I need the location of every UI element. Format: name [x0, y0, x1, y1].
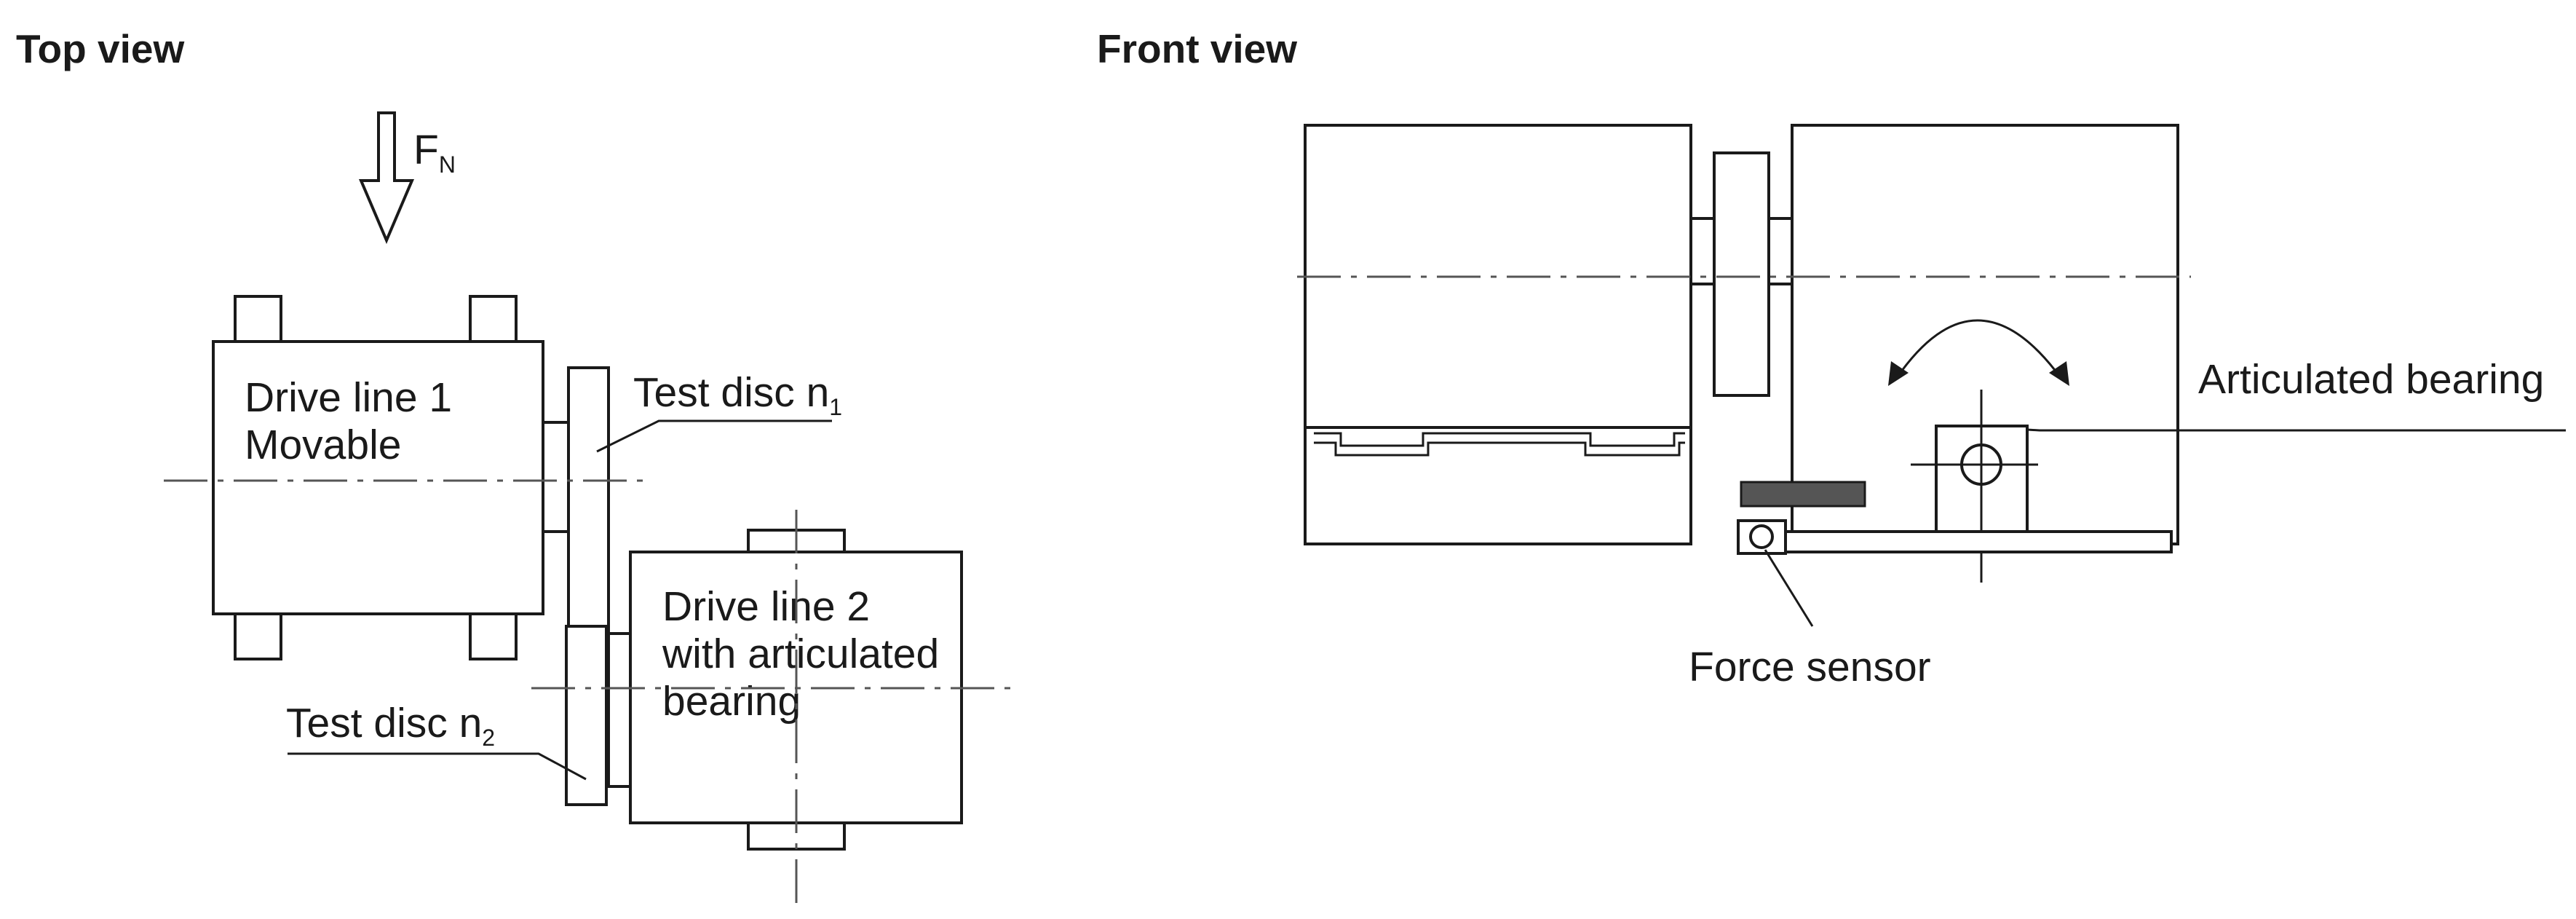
- force-arrow: [358, 111, 415, 245]
- rotation-arrow-icon: [1888, 319, 2069, 386]
- force-label: FN: [413, 127, 456, 178]
- drive-line-1-label-2: Movable: [245, 422, 401, 468]
- drive-line-2-label-3: bearing: [662, 678, 801, 725]
- drive-line-1: [212, 295, 570, 660]
- front-shaft-1: [1689, 217, 1716, 285]
- front-test-disc: [1713, 151, 1770, 397]
- test-disc-2-leader: [288, 752, 587, 781]
- test-disc-1-label: Test disc n1: [633, 369, 842, 420]
- test-disc-1-leader: [596, 419, 832, 453]
- drive-line-2-label-1: Drive line 2: [662, 583, 870, 630]
- articulated-bearing-label: Articulated bearing: [2198, 356, 2544, 403]
- top-view-title: Top view: [16, 26, 184, 71]
- load-block: [1740, 481, 1866, 508]
- front-drive-line-1: [1304, 124, 1692, 545]
- front-view-title: Front view: [1097, 26, 1297, 71]
- test-disc-2: [565, 625, 608, 806]
- drive-line-2-label-2: with articulated: [662, 631, 939, 677]
- front-shaft-2: [1767, 217, 1794, 285]
- force-sensor-label: Force sensor: [1689, 644, 1931, 690]
- drive-line-1-label-1: Drive line 1: [245, 374, 452, 421]
- force-sensor-leader: [1764, 549, 1814, 627]
- force-sensor-icon: [1749, 524, 1774, 549]
- articulated-bearing: [1911, 390, 2038, 583]
- guide-rail: [1737, 530, 2173, 553]
- test-disc-2-label: Test disc n2: [286, 700, 495, 751]
